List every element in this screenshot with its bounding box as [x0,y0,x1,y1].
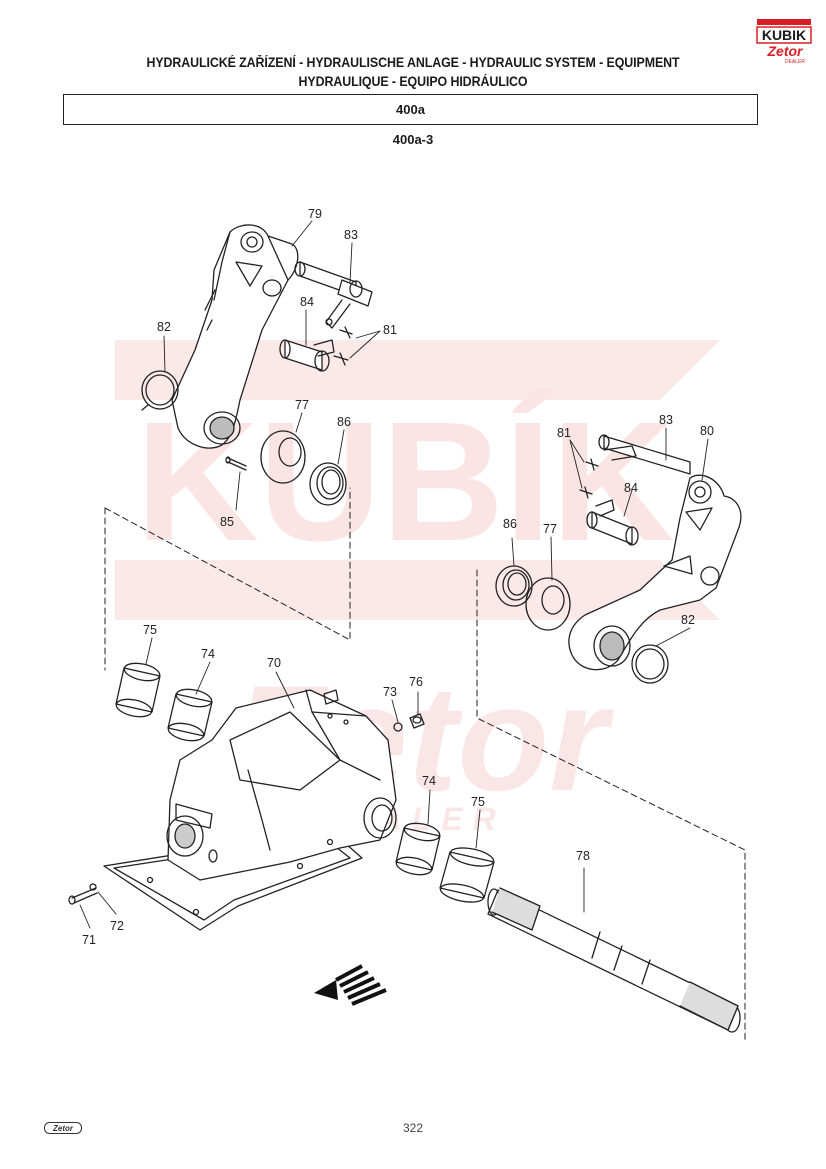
bushing-75-left [115,662,161,718]
circlip-82-left [141,370,179,411]
pin-85 [225,456,247,471]
callout-82-right: 82 [681,613,695,627]
lift-arm-right [568,474,742,671]
washer-77-right [525,577,571,631]
logo-top-word: KUBIK [762,27,806,43]
shaft-78 [487,887,741,1033]
callouts: 79 83 84 81 82 77 86 85 81 83 80 84 86 7… [82,207,714,947]
watermark-band-top [115,340,720,400]
footer-zetor-logo: Zetor [44,1122,82,1134]
callout-77: 77 [295,398,309,412]
callout-77-right: 77 [543,522,557,536]
callout-80: 80 [700,424,714,438]
callout-86: 86 [337,415,351,429]
page-number: 322 [402,1121,424,1135]
callout-81-right: 81 [557,426,571,440]
logo-tag: DEALER [785,59,805,65]
oring-73 [393,722,403,732]
pin-84-left [279,339,335,372]
bushing-75-right [439,847,495,903]
title-line-1: HYDRAULICKÉ ZAŘÍZENÍ - HYDRAULISCHE ANLA… [146,55,680,70]
washer-72 [89,883,97,891]
callout-78: 78 [576,849,590,863]
callout-70: 70 [267,656,281,670]
callout-79: 79 [308,207,322,221]
callout-83-right: 83 [659,413,673,427]
bolts-81-right [579,458,599,499]
bolts-81-left [333,326,353,366]
callout-74-left: 74 [201,647,215,661]
callout-76: 76 [409,675,423,689]
title-line-2: HYDRAULIQUE - EQUIPO HIDRÁULICO [298,74,528,89]
section-code: 400a [396,102,425,117]
leader-lines [79,220,709,929]
circlip-82-right [631,644,669,684]
pin-83-left [294,261,373,329]
lift-arm-left [171,224,299,449]
bushing-74-right [395,822,441,876]
washer-77-left [260,430,306,484]
callout-75-left: 75 [143,623,157,637]
logo-bottom-word: Zetor [767,43,805,59]
callout-84: 84 [300,295,314,309]
section-box: 400a [63,94,758,125]
callout-85: 85 [220,515,234,529]
callout-83: 83 [344,228,358,242]
callout-72: 72 [110,919,124,933]
callout-84-right: 84 [624,481,638,495]
direction-arrow [314,964,387,1006]
housing-70 [103,689,397,931]
callout-81: 81 [383,323,397,337]
watermark-band-bottom [115,560,720,620]
footer-logo-text: Zetor [52,1124,74,1133]
callout-71: 71 [82,933,96,947]
plug-76 [409,713,425,729]
pin-83-right [598,434,691,475]
callout-73: 73 [383,685,397,699]
callout-75-right: 75 [471,795,485,809]
subsection-code: 400a-3 [392,132,434,147]
screw-71 [68,887,98,905]
callout-86-right: 86 [503,517,517,531]
seal-86-left [309,462,347,506]
dashed-guides [104,487,746,1041]
callout-74-right: 74 [422,774,436,788]
bushing-74-left [167,688,213,742]
kubik-zetor-logo: KUBIK Zetor DEALER [756,19,812,65]
callout-82: 82 [157,320,171,334]
pin-84-right [586,499,639,546]
